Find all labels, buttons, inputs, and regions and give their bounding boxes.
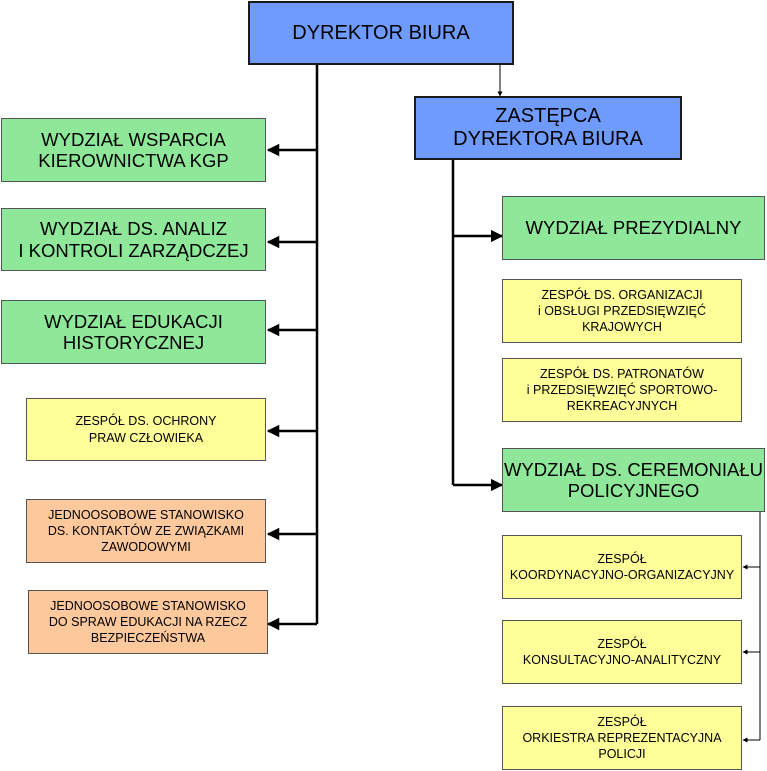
left-unit-box: ZESPÓŁ DS. OCHRONY PRAW CZŁOWIEKA: [26, 398, 266, 461]
director-box: DYREKTOR BIURA: [248, 1, 514, 65]
left-unit-label: WYDZIAŁ WSPARCIA KIEROWNICTWA KGP: [38, 128, 229, 171]
prezydialny-team-label: ZESPÓŁ DS. ORGANIZACJI i OBSŁUGI PRZEDSI…: [537, 287, 707, 335]
left-unit-label: WYDZIAŁ EDUKACJI HISTORYCZNEJ: [44, 310, 223, 353]
ceremonial-team-box: ZESPÓŁ ORKIESTRA REPREZENTACYJNA POLICJI: [502, 706, 742, 770]
ceremonial-team-label: ZESPÓŁ KONSULTACYJNO-ANALITYCZNY: [522, 636, 722, 667]
ceremonial-team-box: ZESPÓŁ KONSULTACYJNO-ANALITYCZNY: [502, 620, 742, 684]
ceremonial-box: WYDZIAŁ DS. CEREMONIAŁU POLICYJNEGO: [502, 448, 765, 512]
left-unit-box: WYDZIAŁ DS. ANALIZ I KONTROLI ZARZĄDCZEJ: [1, 208, 266, 271]
left-unit-box: WYDZIAŁ WSPARCIA KIEROWNICTWA KGP: [1, 118, 266, 182]
director-label: DYREKTOR BIURA: [292, 21, 470, 44]
prezydialny-box: WYDZIAŁ PREZYDIALNY: [502, 196, 765, 260]
ceremonial-label: WYDZIAŁ DS. CEREMONIAŁU POLICYJNEGO: [503, 458, 764, 501]
left-unit-label: ZESPÓŁ DS. OCHRONY PRAW CZŁOWIEKA: [75, 414, 217, 445]
left-unit-label: JEDNOOSOBOWE STANOWISKO DS. KONTAKTÓW ZE…: [47, 507, 245, 555]
prezydialny-team-label: ZESPÓŁ DS. PATRONATÓW i PRZEDSIĘWZIĘĆ SP…: [526, 366, 718, 414]
prezydialny-team-box: ZESPÓŁ DS. ORGANIZACJI i OBSŁUGI PRZEDSI…: [502, 279, 742, 343]
deputy-label: ZASTĘPCA DYREKTORA BIURA: [453, 105, 643, 150]
ceremonial-team-label: ZESPÓŁ KOORDYNACYJNO-ORGANIZACYJNY: [509, 551, 735, 582]
left-unit-box: WYDZIAŁ EDUKACJI HISTORYCZNEJ: [1, 300, 266, 364]
prezydialny-label: WYDZIAŁ PREZYDIALNY: [525, 217, 742, 239]
left-unit-box: JEDNOOSOBOWE STANOWISKO DO SPRAW EDUKACJ…: [28, 590, 268, 654]
left-unit-box: JEDNOOSOBOWE STANOWISKO DS. KONTAKTÓW ZE…: [26, 499, 266, 563]
deputy-box: ZASTĘPCA DYREKTORA BIURA: [414, 96, 682, 160]
left-unit-label: JEDNOOSOBOWE STANOWISKO DO SPRAW EDUKACJ…: [48, 598, 248, 646]
ceremonial-team-label: ZESPÓŁ ORKIESTRA REPREZENTACYJNA POLICJI: [522, 714, 722, 762]
prezydialny-team-box: ZESPÓŁ DS. PATRONATÓW i PRZEDSIĘWZIĘĆ SP…: [502, 358, 742, 422]
ceremonial-team-box: ZESPÓŁ KOORDYNACYJNO-ORGANIZACYJNY: [502, 535, 742, 599]
left-unit-label: WYDZIAŁ DS. ANALIZ I KONTROLI ZARZĄDCZEJ: [18, 218, 249, 261]
